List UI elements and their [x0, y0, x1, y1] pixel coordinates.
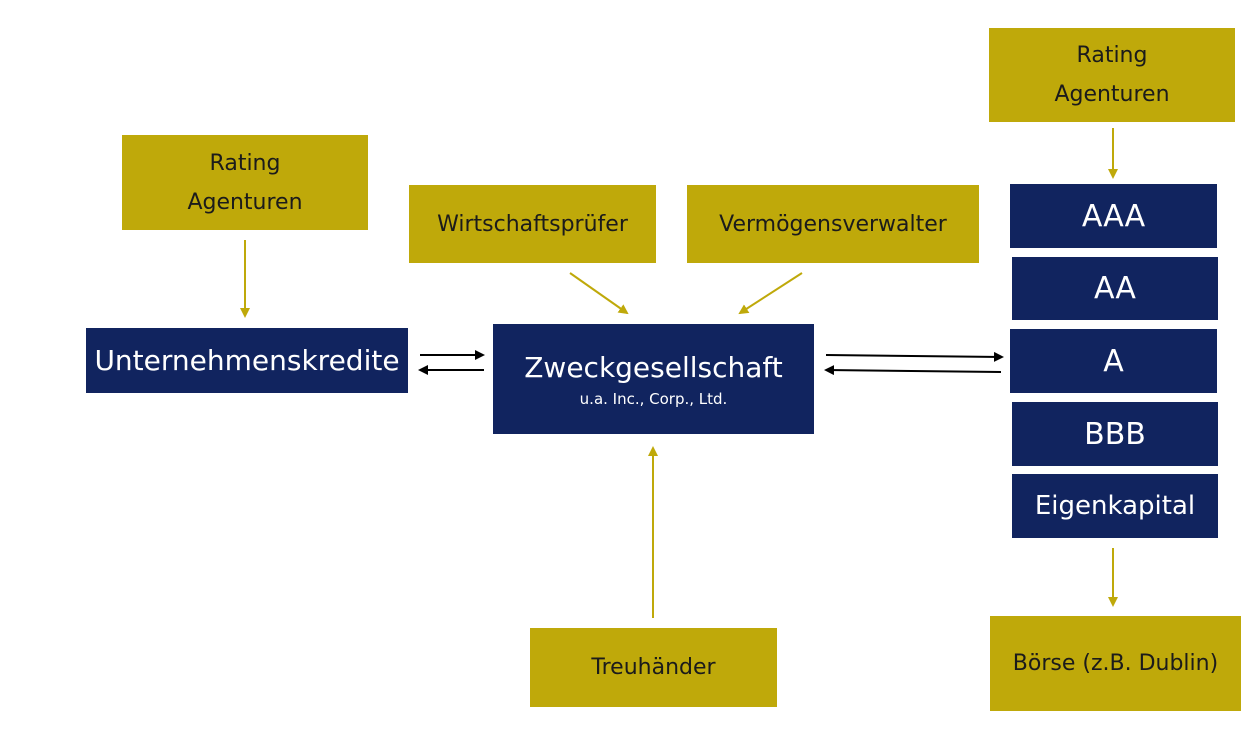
exchange-box: Börse (z.B. Dublin) [990, 616, 1241, 711]
corporate-credits-label: Unternehmenskredite [94, 344, 400, 377]
spv-title: Zweckgesellschaft [524, 350, 783, 384]
tranche-aaa-label: AAA [1081, 198, 1146, 234]
tranche-aa-label: AA [1094, 271, 1136, 306]
tranche-bbb-label: BBB [1084, 416, 1146, 452]
exchange-label: Börse (z.B. Dublin) [1012, 651, 1219, 676]
tranche-aaa: AAA [1010, 184, 1217, 248]
arrow-tranches-to-spv [824, 365, 1002, 376]
rating-right-line1: Rating [1076, 43, 1148, 68]
arrow-asset-manager-to-spv [738, 272, 803, 315]
rating-left-line2: Agenturen [187, 189, 303, 215]
rating-left-line1: Rating [209, 150, 281, 176]
auditor-label: Wirtschaftsprüfer [437, 211, 628, 237]
trustee-label: Treuhänder [591, 655, 716, 680]
rating-agencies-left: Rating Agenturen [122, 135, 368, 230]
asset-manager-label: Vermögensverwalter [719, 211, 947, 237]
rating-right-line2: Agenturen [1054, 82, 1170, 107]
tranche-equity: Eigenkapital [1012, 474, 1218, 538]
tranche-a-label: A [1103, 343, 1124, 379]
auditor-box: Wirtschaftsprüfer [409, 185, 656, 263]
arrow-auditor-to-spv [569, 272, 629, 315]
tranche-aa: AA [1012, 257, 1218, 320]
tranche-equity-label: Eigenkapital [1034, 491, 1196, 521]
asset-manager-box: Vermögensverwalter [687, 185, 979, 263]
trustee-box: Treuhänder [530, 628, 777, 707]
tranche-a: A [1010, 329, 1217, 393]
rating-agencies-right: Rating Agenturen [989, 28, 1235, 122]
spv-subtitle: u.a. Inc., Corp., Ltd. [579, 389, 728, 408]
tranche-bbb: BBB [1012, 402, 1218, 466]
spv-box: Zweckgesellschaft u.a. Inc., Corp., Ltd. [493, 324, 814, 434]
corporate-credits-box: Unternehmenskredite [86, 328, 408, 393]
arrow-spv-to-tranches [825, 351, 1004, 362]
